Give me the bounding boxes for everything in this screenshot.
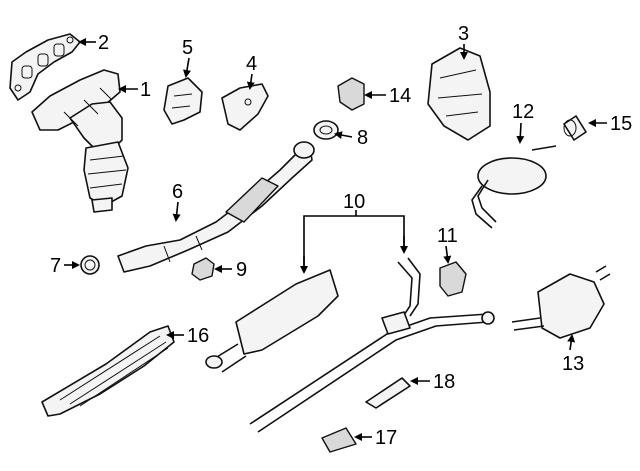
callout-2: 2 (98, 32, 109, 54)
callout-7: 7 (50, 255, 61, 277)
hanger-bracket-part (337, 77, 365, 111)
exhaust-manifold-part (31, 69, 129, 213)
callout-15: 15 (610, 113, 632, 135)
callout-labels: 1 2 3 4 5 6 7 8 9 10 11 12 13 14 15 16 1… (50, 23, 632, 449)
manifold-gasket-part (9, 33, 81, 101)
rubber-hanger-part (191, 257, 215, 281)
callout-12: 12 (512, 101, 534, 123)
callout-9: 9 (236, 259, 247, 281)
pipe-gasket-ring-part (80, 255, 100, 275)
callout-14: 14 (389, 85, 411, 107)
rear-muffler-part (511, 265, 611, 339)
callout-13: 13 (562, 353, 584, 375)
callout-10: 10 (343, 191, 365, 213)
callout-6: 6 (172, 181, 183, 203)
leader-lines (64, 38, 607, 441)
callout-11: 11 (437, 225, 458, 247)
large-heat-shield-part (427, 47, 491, 141)
front-pipe-part (117, 141, 315, 273)
manifold-heat-shield-part (163, 77, 203, 125)
callout-8: 8 (357, 127, 368, 149)
callout-16: 16 (187, 325, 209, 347)
callout-1: 1 (140, 79, 151, 101)
bracket-part (321, 427, 357, 453)
callout-3: 3 (458, 23, 469, 45)
callout-4: 4 (246, 53, 257, 75)
callout-17: 17 (375, 427, 397, 449)
callout-5: 5 (182, 37, 193, 59)
converter-heat-shield-part (221, 83, 269, 131)
floor-heat-shield-part (41, 325, 175, 417)
flange-gasket-part (313, 120, 339, 140)
tail-pipe-tip-part (563, 115, 587, 141)
rear-hanger-part (439, 261, 467, 297)
resonator-part (471, 145, 557, 229)
center-pipe-muffler-part (205, 257, 495, 433)
callout-18: 18 (433, 371, 455, 393)
small-heat-shield-part (365, 377, 411, 409)
